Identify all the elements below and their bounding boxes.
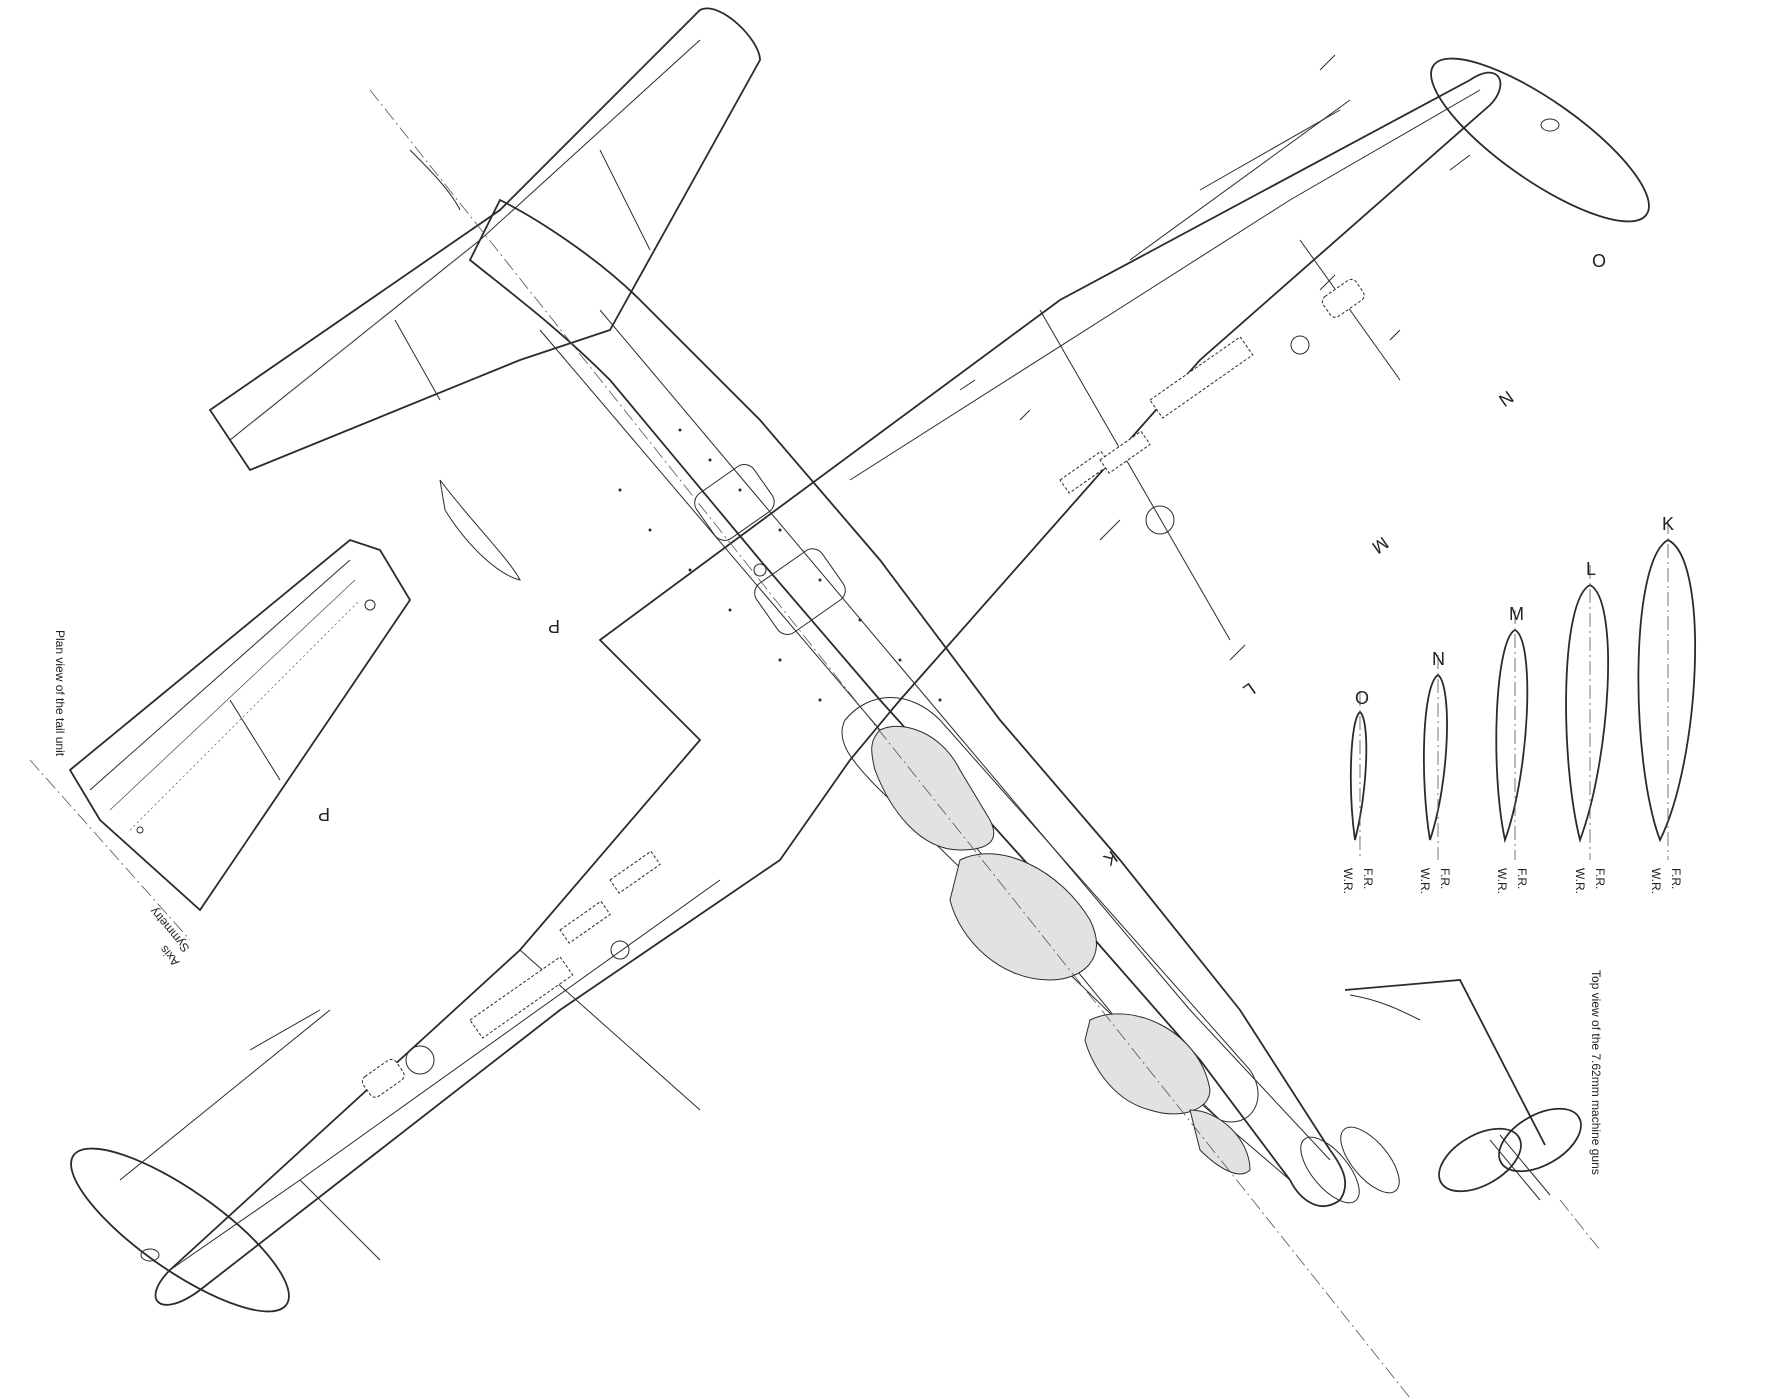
- rivets: [618, 428, 942, 702]
- machine-guns-top-view: [1344, 979, 1601, 1251]
- symmetry-axis-line: [369, 89, 1411, 1398]
- svg-text:F.R.: F.R.: [1515, 868, 1529, 889]
- label-n-profile: N: [1432, 649, 1445, 669]
- label-l-profile: L: [1586, 559, 1596, 579]
- horizontal-tail: [208, 7, 761, 472]
- label-o-main: O: [1592, 250, 1606, 270]
- svg-text:W.R.: W.R.: [1418, 868, 1432, 894]
- svg-text:F.R.: F.R.: [1361, 868, 1375, 889]
- label-m-profile: M: [1509, 604, 1524, 624]
- svg-text:W.R.: W.R.: [1573, 868, 1587, 894]
- svg-text:F.R.: F.R.: [1593, 868, 1607, 889]
- tail-symmetry-axis-line: [29, 759, 191, 941]
- airfoil-profiles: [1349, 520, 1696, 860]
- tail-unit-plan: [68, 479, 521, 912]
- label-l-main: L: [1240, 679, 1260, 701]
- label-p-upper: P: [548, 616, 560, 636]
- machine-guns-caption: Top view of the 7.62mm machine guns: [1589, 970, 1603, 1175]
- canopy: [841, 697, 1259, 1175]
- section-markers: [959, 54, 1471, 661]
- svg-text:F.R.: F.R.: [1669, 868, 1683, 889]
- svg-text:F.R.: F.R.: [1438, 868, 1452, 889]
- profile-n: [1423, 673, 1448, 841]
- profile-m: [1495, 628, 1529, 844]
- left-tip-tank: [70, 1147, 290, 1313]
- aircraft-plan-view: [70, 7, 1650, 1313]
- label-k-profile: K: [1662, 514, 1674, 534]
- profile-o: [1349, 710, 1368, 841]
- label-p-lower: P: [318, 804, 330, 824]
- main-wing-outline: [154, 71, 1502, 1306]
- fuselage-outline: [468, 198, 1347, 1207]
- profile-k: [1637, 538, 1696, 843]
- svg-text:W.R.: W.R.: [1495, 868, 1509, 894]
- svg-text:W.R.: W.R.: [1341, 868, 1355, 894]
- profile-reference-labels: F.R. W.R. F.R. W.R. F.R. W.R. F.R. W.R. …: [1341, 868, 1683, 894]
- label-o-profile: O: [1355, 688, 1369, 708]
- label-m-main: M: [1368, 533, 1392, 558]
- label-n-main: N: [1495, 387, 1517, 411]
- right-tip-tank: [1430, 57, 1650, 223]
- tail-unit-caption: Plan view of the tail unit: [53, 630, 67, 757]
- svg-text:W.R.: W.R.: [1649, 868, 1663, 894]
- profile-l: [1565, 583, 1610, 844]
- label-k-main: K: [1100, 847, 1121, 870]
